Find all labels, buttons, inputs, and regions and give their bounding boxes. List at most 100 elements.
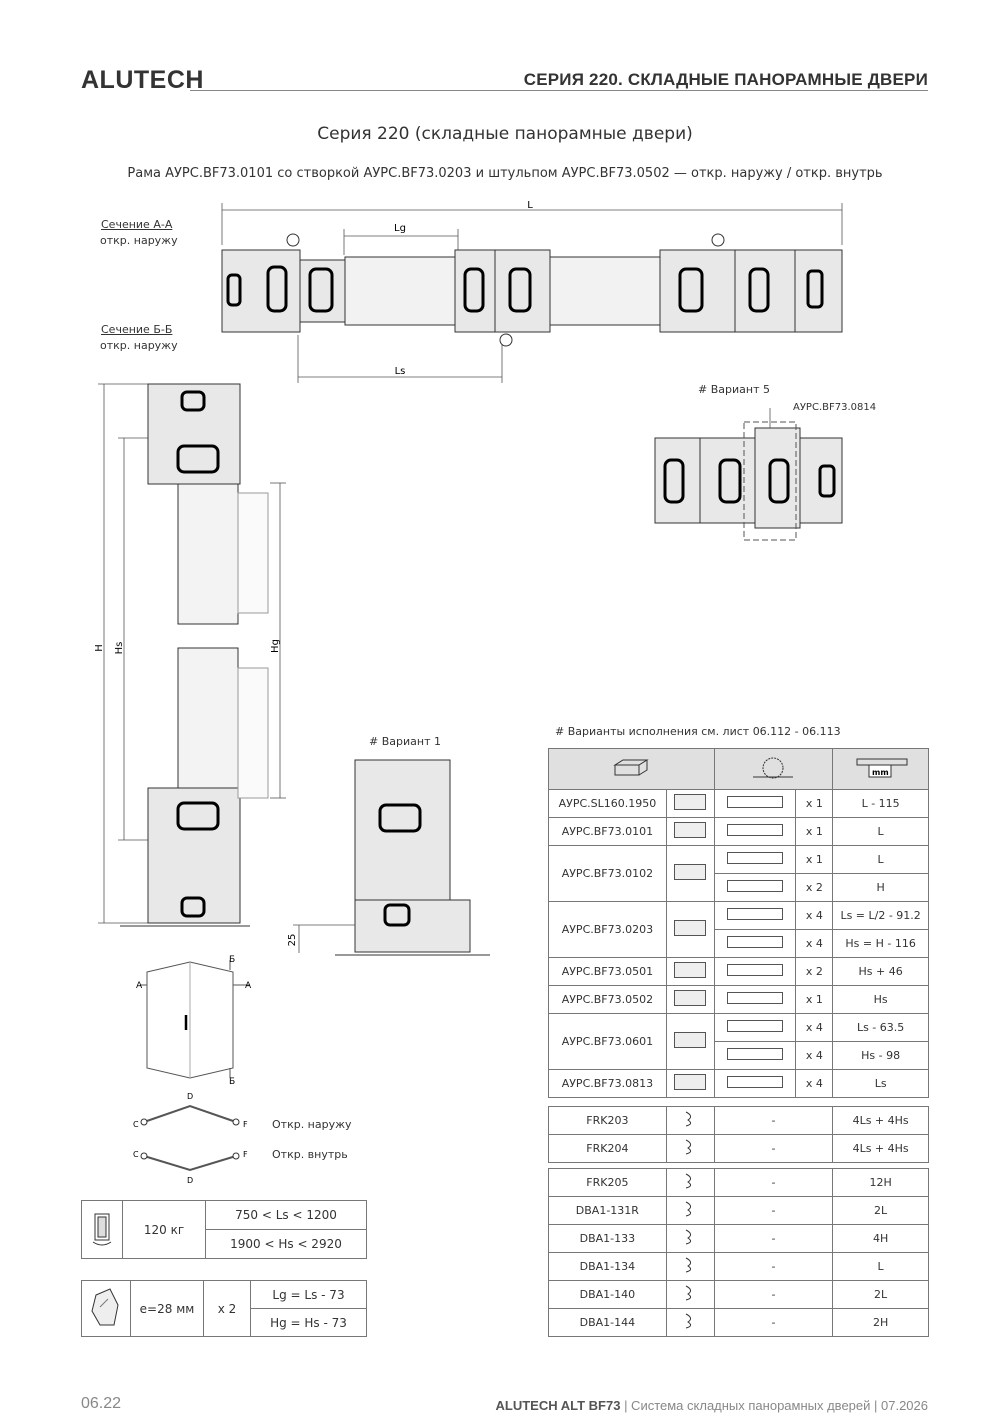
length-formula: 4Ls + 4Hs: [832, 1106, 929, 1135]
table-row: DBA1-131R -2L: [548, 1196, 929, 1225]
length-formula: L: [832, 845, 929, 874]
footer-product: ALUTECH ALT BF73: [495, 1398, 621, 1413]
dim-Hs-label: Hs: [114, 642, 125, 655]
variant5-part-label: АУРС.BF73.0814: [793, 402, 877, 413]
profile-shape-icon: [665, 1013, 715, 1070]
variants-note: # Варианты исполнения см. лист 06.112 - …: [555, 725, 841, 738]
length-formula: Ls - 63.5: [832, 1013, 929, 1042]
quantity: x 4: [795, 1013, 834, 1042]
part-number: DBA1-134: [548, 1252, 667, 1281]
horizontal-section-drawing: L Lg Ls: [221, 200, 843, 383]
part-number: FRK204: [548, 1134, 667, 1163]
part-number: АУРС.BF73.0813: [548, 1069, 667, 1098]
cut-angle-icon: [713, 985, 797, 1014]
variant1-label: # Вариант 1: [369, 735, 441, 748]
header-rule: [190, 90, 928, 91]
dim-Ls-label: Ls: [395, 366, 406, 377]
fold-d1: D: [187, 1092, 193, 1101]
part-number: АУРС.BF73.0601: [548, 1013, 667, 1070]
length-formula: Hs + 46: [832, 957, 929, 986]
cut-angle-icon: [713, 1013, 797, 1042]
scheme-a-right: А: [245, 981, 252, 991]
quantity: x 1: [795, 985, 834, 1014]
cut-angle-icon: [713, 873, 797, 902]
part-number: DBA1-131R: [548, 1196, 667, 1225]
length-formula: 4Ls + 4Hs: [832, 1134, 929, 1163]
part-number: FRK205: [548, 1168, 667, 1197]
table-row: DBA1-134-L: [548, 1252, 929, 1281]
footer-desc: | Система складных панорамных дверей | 0…: [620, 1398, 928, 1413]
max-weight: 120 кг: [122, 1200, 206, 1259]
cut-none: -: [713, 1308, 834, 1337]
seal-profile-icon: [665, 1134, 715, 1163]
profile-shape-icon: [665, 789, 715, 818]
length-column-header: mm: [832, 748, 929, 790]
fold-d2: D: [187, 1176, 193, 1185]
quantity: x 2: [795, 873, 834, 902]
cut-angle-icon: [713, 789, 797, 818]
profile-shape-icon: [665, 985, 715, 1014]
weight-spec-table: 120 кг 750 < Ls < 1200 1900 < Hs < 2920: [81, 1200, 367, 1259]
part-number: АУРС.BF73.0502: [548, 985, 667, 1014]
door-weight-icon: [81, 1200, 123, 1259]
part-number: DBA1-133: [548, 1224, 667, 1253]
table-row: FRK204 -4Ls + 4Hs: [548, 1134, 929, 1163]
glass-spec-table: e=28 мм x 2 Lg = Ls - 73 Hg = Hs - 73: [81, 1280, 367, 1337]
scheme-b-top: Б: [229, 955, 235, 965]
length-formula: L - 115: [832, 789, 929, 818]
length-formula: Ls = L/2 - 91.2: [832, 901, 929, 930]
profile-shape-icon: [665, 1069, 715, 1098]
dim-L-label: L: [527, 200, 533, 211]
dim-H-label: H: [94, 644, 105, 652]
hs-range: 1900 < Hs < 2920: [205, 1229, 367, 1259]
length-formula: L: [832, 817, 929, 846]
cut-none: -: [713, 1280, 834, 1309]
cut-none: -: [713, 1196, 834, 1225]
quantity: x 4: [795, 929, 834, 958]
fold-c2: C: [133, 1150, 139, 1159]
seal-profile-icon: [665, 1308, 715, 1337]
cut-column-header: [713, 748, 834, 790]
length-formula: 2L: [832, 1196, 929, 1225]
cut-angle-icon: [713, 929, 797, 958]
quantity: x 1: [795, 817, 834, 846]
cut-angle-icon: [713, 901, 797, 930]
fold-c1: C: [133, 1120, 139, 1129]
seal-profile-icon: [665, 1168, 715, 1197]
length-formula: 4H: [832, 1224, 929, 1253]
page-subtitle: Рама АУРС.BF73.0101 со створкой АУРС.BF7…: [127, 166, 883, 181]
length-formula: Hs: [832, 985, 929, 1014]
section-bb-label: Сечение Б-Б: [101, 323, 173, 336]
cut-angle-icon: [713, 1069, 797, 1098]
seal-profile-icon: [665, 1196, 715, 1225]
variant5-drawing: [654, 408, 843, 541]
length-formula: 12H: [832, 1168, 929, 1197]
scheme-b-bottom: Б: [229, 1077, 235, 1087]
profile-shape-icon: [665, 901, 715, 958]
cut-angle-icon: [713, 957, 797, 986]
seal-profile-icon: [665, 1280, 715, 1309]
part-number: АУРС.BF73.0203: [548, 901, 667, 958]
part-number: АУРС.SL160.1950: [548, 789, 667, 818]
quantity: x 4: [795, 1041, 834, 1070]
quantity: x 4: [795, 901, 834, 930]
fold-f2: F: [243, 1150, 248, 1159]
length-formula: H: [832, 873, 929, 902]
cut-angle-icon: [713, 817, 797, 846]
cut-none: -: [713, 1252, 834, 1281]
part-number: DBA1-144: [548, 1308, 667, 1337]
cut-none: -: [713, 1134, 834, 1163]
vertical-section-drawing: H Hs Hg: [94, 383, 286, 927]
saw-icon: [753, 757, 794, 778]
seal-profile-icon: [665, 1106, 715, 1135]
cut-none: -: [713, 1224, 834, 1253]
length-formula: Hs - 98: [832, 1041, 929, 1070]
quantity: x 1: [795, 789, 834, 818]
cut-none: -: [713, 1168, 834, 1197]
